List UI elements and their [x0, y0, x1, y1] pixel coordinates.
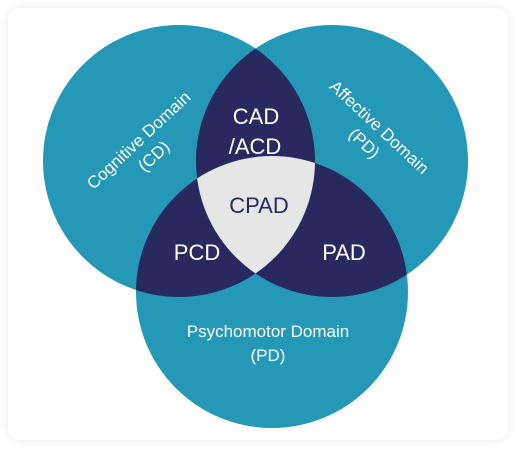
cad-label: CAD — [233, 104, 279, 129]
psychomotor-domain-abbrev: (PD) — [251, 346, 286, 365]
acd-label: /ACD — [229, 134, 282, 159]
cpad-label: CPAD — [229, 193, 289, 218]
pcd-label: PCD — [174, 240, 220, 265]
psychomotor-domain-label: Psychomotor Domain — [187, 322, 350, 341]
pad-label: PAD — [322, 240, 366, 265]
